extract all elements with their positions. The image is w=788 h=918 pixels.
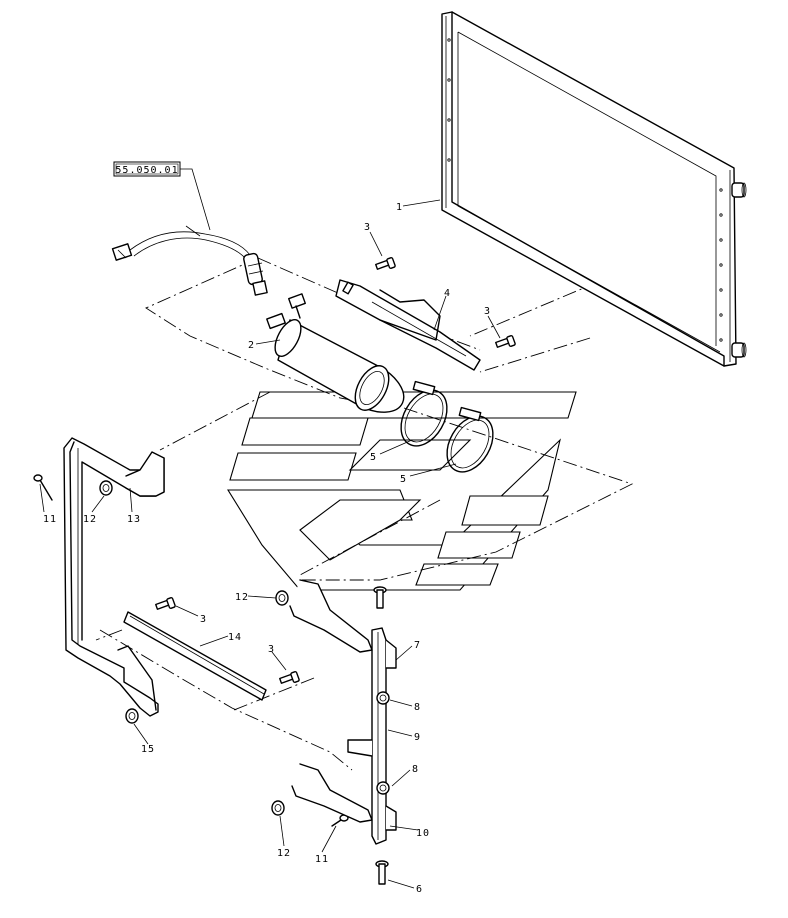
callout-3-bar-upper: 3 (200, 614, 207, 625)
screw-bar-upper (155, 596, 176, 610)
nut-lower-left (125, 708, 139, 724)
condenser-core (441, 11, 747, 367)
callout-5-left: 5 (370, 452, 377, 463)
bolt-upper-left (33, 474, 53, 501)
callout-12-center: 12 (235, 592, 249, 603)
callout-8-upper: 8 (414, 702, 421, 713)
bolt-top (373, 586, 387, 609)
callout-12-left: 12 (83, 514, 97, 525)
callout-13: 13 (127, 514, 141, 525)
cross-bar (123, 611, 267, 701)
receiver-drier (266, 293, 405, 413)
nut-lower (271, 800, 285, 816)
pressure-switch-harness (111, 225, 268, 296)
nut-upper-left (99, 480, 113, 496)
pressure-switch (243, 252, 268, 296)
left-frame-bracket (63, 437, 165, 717)
callout-3-right: 3 (484, 306, 491, 317)
callout-11-lower: 11 (315, 854, 329, 865)
screw-bar-lower (279, 670, 300, 684)
nut-center (275, 590, 289, 606)
harness-connector (111, 243, 133, 261)
callout-9: 9 (414, 732, 421, 743)
drier-fitting (266, 293, 306, 330)
callout-1: 1 (396, 202, 403, 213)
bolt-bottom (375, 860, 389, 885)
callout-5-right: 5 (400, 474, 407, 485)
spacer-upper (376, 691, 390, 705)
callout-6: 6 (416, 884, 423, 895)
drier-bracket (335, 279, 481, 371)
watermark-logo (227, 391, 577, 591)
callout-3-upper: 3 (364, 222, 371, 233)
callout-4: 4 (444, 288, 451, 299)
callout-labels: 1 2 3 3 3 3 4 5 5 6 7 8 8 9 10 11 11 12 … (43, 202, 491, 895)
callout-11-left: 11 (43, 514, 57, 525)
reference-box[interactable]: 55.050.01 (113, 161, 211, 231)
spacer-lower (376, 781, 390, 795)
callout-14: 14 (228, 632, 242, 643)
leader-lines (39, 199, 501, 889)
callout-2: 2 (248, 340, 255, 351)
inlet-pipe (731, 182, 747, 198)
screw-right (495, 334, 516, 348)
callout-8-lower: 8 (412, 764, 419, 775)
hose-clamp-2 (446, 406, 494, 473)
screw-upper (375, 256, 396, 270)
callout-15: 15 (141, 744, 155, 755)
outlet-pipe (731, 342, 747, 358)
callout-12-lower: 12 (277, 848, 291, 859)
bolt-lower (331, 814, 349, 827)
callout-10: 10 (416, 828, 430, 839)
core-rivets (447, 38, 723, 342)
reference-label: 55.050.01 (115, 165, 178, 176)
callout-3-bar-lower: 3 (268, 644, 275, 655)
right-upright-bracket (289, 579, 397, 845)
callout-7: 7 (414, 640, 421, 651)
